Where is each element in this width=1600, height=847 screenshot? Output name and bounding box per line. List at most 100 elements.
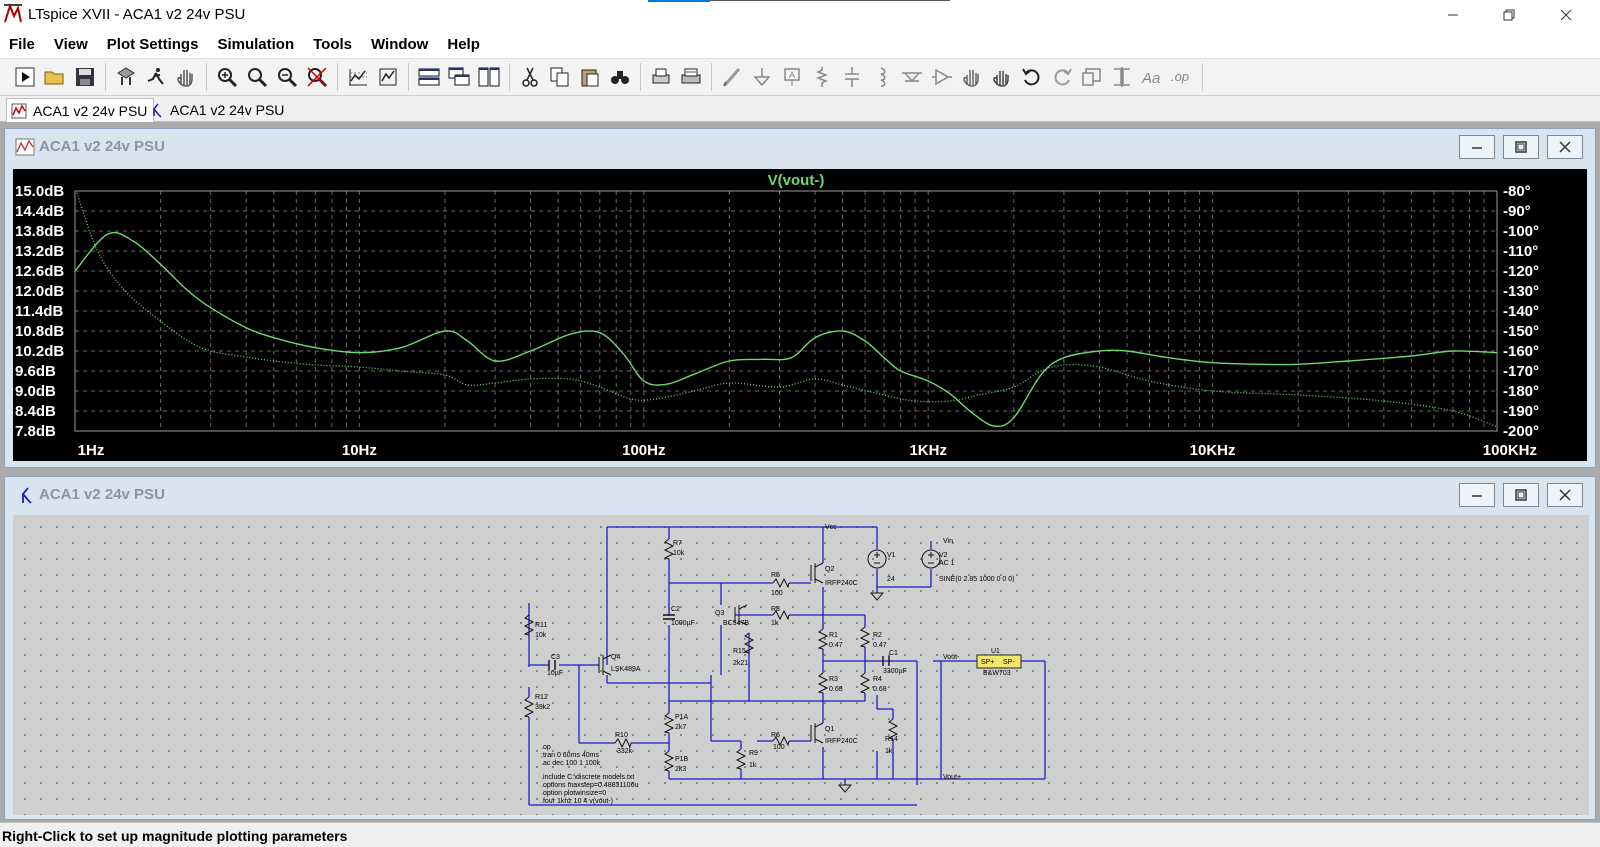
close-button[interactable]	[1543, 0, 1589, 30]
menu-simulation[interactable]: Simulation	[217, 35, 295, 53]
tile-horizontal-icon	[418, 68, 440, 86]
run-simulation-button[interactable]	[141, 63, 171, 91]
run-button[interactable]	[10, 63, 40, 91]
schematic-window-titlebar[interactable]: ACA1 v2 24v PSU	[5, 477, 1595, 511]
tab-schematic[interactable]: ACA1 v2 24v PSU	[144, 98, 290, 122]
menu-bar: File View Plot Settings Simulation Tools…	[0, 30, 1600, 58]
schematic-label: 2k21	[733, 660, 748, 667]
label-icon: A	[784, 68, 800, 86]
plot-window-titlebar[interactable]: ACA1 v2 24v PSU	[5, 129, 1595, 163]
chart-title: V(vout-)	[768, 172, 825, 189]
schematic-close-button[interactable]	[1547, 483, 1583, 507]
menu-tools[interactable]: Tools	[313, 35, 352, 53]
capacitor-button[interactable]	[837, 63, 867, 91]
rotate-button[interactable]	[1077, 63, 1107, 91]
speaker-block	[976, 654, 1022, 669]
schematic-label: IRFP240C	[825, 580, 858, 587]
plot-maximize-button[interactable]	[1503, 135, 1539, 159]
status-bar: Right-Click to set up magnitude plotting…	[0, 822, 1600, 847]
control-panel-button[interactable]	[111, 63, 141, 91]
inductor-button[interactable]	[867, 63, 897, 91]
menu-plot-settings[interactable]: Plot Settings	[106, 35, 199, 53]
save-button[interactable]	[70, 63, 100, 91]
resistor	[817, 672, 829, 694]
y2-tick-label: -100°	[1503, 223, 1539, 240]
transistor	[810, 722, 824, 744]
diode-button[interactable]	[897, 63, 927, 91]
restore-button[interactable]	[1486, 0, 1532, 30]
schematic-label: Q4	[611, 654, 620, 661]
plot-close-button[interactable]	[1547, 135, 1583, 159]
schematic-label: LSK489A	[611, 666, 641, 673]
schematic-label: R15	[733, 648, 746, 655]
schematic-icon	[21, 487, 32, 504]
zoom-fit-button[interactable]	[302, 63, 332, 91]
menu-file[interactable]: File	[9, 35, 35, 53]
ground-button[interactable]	[747, 63, 777, 91]
cascade-icon	[448, 67, 470, 86]
schematic-label: 100	[773, 744, 785, 751]
resistor	[772, 577, 790, 589]
bode-plot-chart[interactable]: V(vout-)15.0dB14.4dB13.8dB13.2dB12.6dB12…	[13, 169, 1587, 461]
mirror-button[interactable]	[1107, 63, 1137, 91]
zoom-in-button[interactable]	[242, 63, 272, 91]
schematic-label: R11	[535, 622, 547, 629]
open-button[interactable]	[40, 63, 70, 91]
tab-waveform[interactable]: ACA1 v2 24v PSU	[6, 98, 155, 122]
zoom-area-icon	[218, 68, 238, 88]
find-button[interactable]	[605, 63, 635, 91]
text-button[interactable]: Aa	[1137, 63, 1167, 91]
redo-button[interactable]	[1047, 63, 1077, 91]
drag-button[interactable]	[987, 63, 1017, 91]
wire-button[interactable]	[717, 63, 747, 91]
zoom-out-button[interactable]	[272, 63, 302, 91]
manual-limits-button[interactable]	[373, 63, 403, 91]
resistor	[772, 609, 790, 621]
menu-view[interactable]: View	[53, 35, 88, 53]
resistor-button[interactable]	[807, 63, 837, 91]
focus-accent	[648, 0, 710, 2]
diode-icon	[902, 72, 922, 83]
zoom-area-button[interactable]	[212, 63, 242, 91]
plot-minimize-button[interactable]	[1459, 135, 1495, 159]
schematic-label: R14	[885, 736, 898, 743]
print-setup-button[interactable]	[676, 63, 706, 91]
component-button[interactable]	[927, 63, 957, 91]
plot-grid	[74, 190, 1498, 432]
tile-vertical-button[interactable]	[474, 63, 504, 91]
close-icon	[1560, 9, 1572, 21]
undo-button[interactable]	[1017, 63, 1047, 91]
schematic-label: 1000µF	[671, 620, 695, 627]
cascade-button[interactable]	[444, 63, 474, 91]
schematic-maximize-button[interactable]	[1503, 483, 1539, 507]
control-panel-icon	[117, 67, 135, 85]
paste-icon	[581, 69, 599, 87]
schematic-label: Q1	[825, 726, 834, 733]
halt-button[interactable]	[171, 63, 201, 91]
resistor	[735, 748, 747, 770]
copy-button[interactable]	[545, 63, 575, 91]
source-polarity	[928, 552, 934, 564]
schematic-label: C3	[551, 654, 560, 661]
paste-button[interactable]	[575, 63, 605, 91]
move-button[interactable]	[957, 63, 987, 91]
x-tick-label: 10KHz	[1190, 442, 1236, 459]
waveform-icon	[11, 103, 27, 118]
tab-label: ACA1 v2 24v PSU	[170, 102, 285, 118]
print-button[interactable]	[646, 63, 676, 91]
menu-help[interactable]: Help	[447, 35, 480, 53]
schematic-minimize-button[interactable]	[1459, 483, 1495, 507]
menu-window[interactable]: Window	[371, 35, 429, 53]
label-button[interactable]: A	[777, 63, 807, 91]
autorange-button[interactable]	[343, 63, 373, 91]
resistor	[614, 737, 632, 749]
tile-horizontal-button[interactable]	[414, 63, 444, 91]
cut-button[interactable]	[515, 63, 545, 91]
minimize-button[interactable]	[1430, 0, 1476, 30]
spice-directive-button[interactable]: .op	[1167, 63, 1197, 91]
